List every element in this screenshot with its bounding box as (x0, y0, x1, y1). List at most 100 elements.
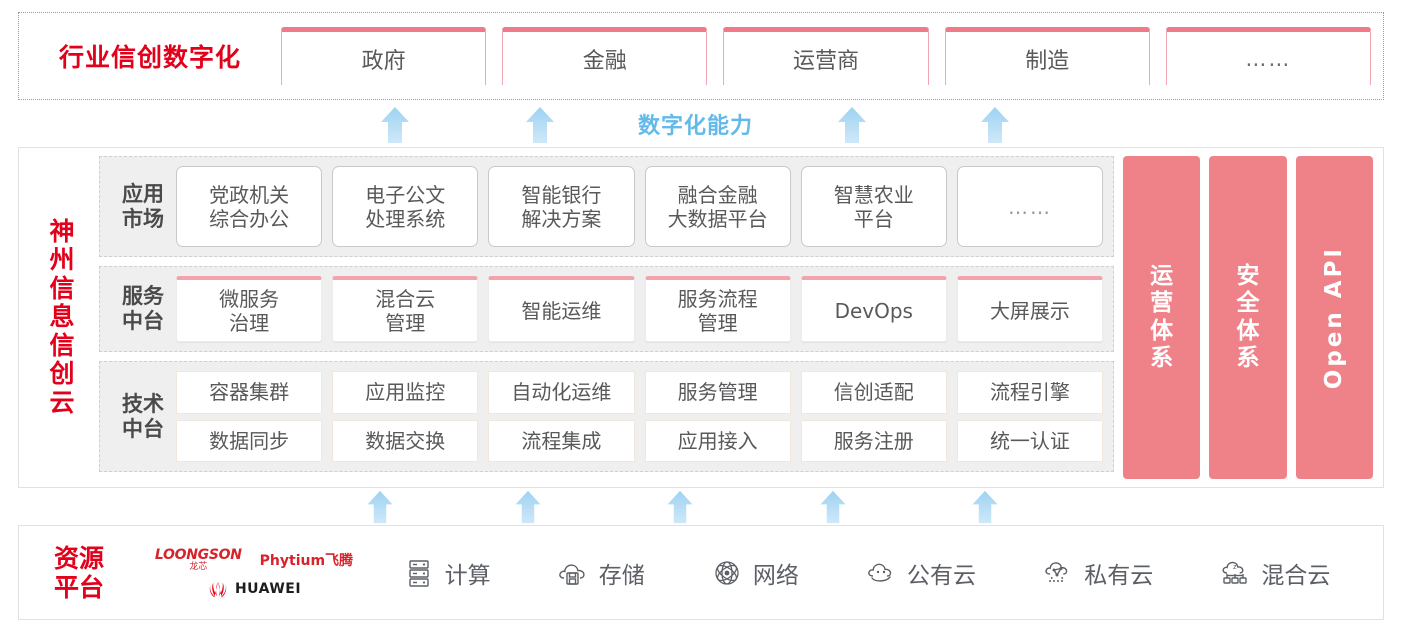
resource-item-label: 私有云 (1084, 562, 1154, 589)
loongson-logo-text: LOONGSON (154, 546, 242, 563)
layer-label-service-middle-platform: 服务 中台 (110, 284, 176, 333)
resource-item-label: 存储 (598, 562, 645, 589)
layer-label-line: 服务 (122, 284, 164, 309)
tech-cell-automated-ops[interactable]: 自动化运维 (488, 371, 635, 414)
resource-arrow-strip (18, 488, 1384, 524)
cell-line: 电子公文 (365, 182, 446, 207)
up-arrow-icon (506, 490, 550, 524)
resource-platform-band: 资源 平台 LOONGSON 龙芯 Phytium飞腾 (18, 525, 1384, 620)
industry-band: 行业信创数字化 政府 金融 运营商 制造 …… (18, 12, 1384, 100)
industry-card-manufacturing[interactable]: 制造 (944, 27, 1150, 85)
industry-card-telecom[interactable]: 运营商 (723, 27, 929, 85)
tech-cell-data-exchange[interactable]: 数据交换 (332, 419, 479, 462)
cell-line: DevOps (834, 298, 913, 323)
service-platform-cells: 微服务治理 混合云管理 智能运维 服务流程管理 DevOps (176, 276, 1104, 342)
app-cell-e-document-system[interactable]: 电子公文处理系统 (332, 166, 479, 247)
svc-cell-service-process-management[interactable]: 服务流程管理 (644, 276, 791, 342)
app-cell-finance-bigdata-platform[interactable]: 融合金融大数据平台 (644, 166, 791, 247)
technical-cell-row: 数据同步 数据交换 流程集成 应用接入 服务注册 统一认证 (176, 419, 1104, 462)
resource-item-storage[interactable]: 存储 (556, 556, 645, 590)
cell-line: 智慧农业 (833, 182, 914, 207)
tech-cell-data-sync[interactable]: 数据同步 (176, 419, 323, 462)
cloud-title-char: 神 (49, 216, 75, 246)
network-icon (710, 556, 744, 590)
industry-card-more[interactable]: …… (1165, 27, 1372, 85)
loongson-logo-subtext: 龙芯 (189, 561, 208, 572)
layer-label-line: 应用 (122, 181, 164, 206)
resource-item-network[interactable]: 网络 (710, 556, 799, 590)
cell-line: 党政机关 (209, 182, 290, 207)
resource-item-list: 计算 存储 (369, 556, 1383, 590)
cloud-storage-icon (556, 556, 590, 590)
cell-line: 混合云 (375, 286, 436, 311)
tech-cell-service-management[interactable]: 服务管理 (644, 371, 791, 414)
svc-cell-microservice-governance[interactable]: 微服务治理 (176, 276, 323, 342)
tech-cell-unified-authentication[interactable]: 统一认证 (956, 419, 1104, 462)
resource-item-label: 计算 (444, 562, 491, 589)
pillar-open-api[interactable]: Open API (1295, 156, 1373, 479)
layer-application-market: 应用 市场 党政机关综合办公 电子公文处理系统 智能银行解决方案 (99, 156, 1114, 257)
resource-item-hybrid-cloud[interactable]: z 混合云 (1218, 556, 1330, 590)
technical-cell-row: 容器集群 应用监控 自动化运维 服务管理 信创适配 流程引擎 (176, 371, 1104, 414)
svc-cell-dashboard-display[interactable]: 大屏展示 (956, 276, 1104, 342)
app-cell-smart-agriculture-platform[interactable]: 智慧农业平台 (800, 166, 947, 247)
pillar-security-system[interactable]: 安 全 体 系 (1209, 156, 1287, 479)
tech-cell-process-engine[interactable]: 流程引擎 (956, 371, 1104, 414)
resource-item-public-cloud[interactable]: 公有云 (864, 556, 976, 590)
industry-card-government[interactable]: 政府 (281, 27, 487, 85)
cell-line: 智能运维 (521, 298, 602, 323)
cell-line: 微服务 (219, 286, 280, 311)
resource-item-compute[interactable]: 计算 (402, 556, 491, 590)
huawei-logo-text: HUAWEI (234, 580, 302, 597)
resource-item-private-cloud[interactable]: 私有云 (1041, 556, 1153, 590)
pillar-char: 系 (1236, 344, 1260, 371)
vendor-logo-row: HUAWEI (207, 580, 301, 598)
cloud-body: 应用 市场 党政机关综合办公 电子公文处理系统 智能银行解决方案 (99, 156, 1373, 479)
up-arrow-icon (811, 490, 855, 524)
capability-label: 数字化能力 (638, 114, 754, 139)
tech-cell-process-integration[interactable]: 流程集成 (488, 419, 635, 462)
private-cloud-icon (1041, 556, 1075, 590)
app-cell-smart-banking-solution[interactable]: 智能银行解决方案 (488, 166, 635, 247)
tech-cell-application-access[interactable]: 应用接入 (644, 419, 791, 462)
app-cell-more[interactable]: …… (956, 166, 1104, 247)
cloud-panel: 神 州 信 息 信 创 云 应用 市场 党政机关综合办公 (18, 147, 1384, 488)
cloud-title-char: 州 (49, 245, 75, 275)
pillar-char: 安 (1236, 263, 1260, 290)
resource-item-label: 混合云 (1261, 562, 1331, 589)
technical-platform-cells: 容器集群 应用监控 自动化运维 服务管理 信创适配 流程引擎 数据同步 数据交换… (176, 371, 1104, 462)
pillar-label: 安 全 体 系 (1236, 263, 1259, 372)
resource-item-label: 公有云 (907, 562, 977, 589)
industry-card-finance[interactable]: 金融 (502, 27, 708, 85)
cell-line: 综合办公 (209, 206, 290, 231)
up-arrow-icon (518, 106, 562, 144)
tech-cell-container-cluster[interactable]: 容器集群 (176, 371, 323, 414)
capability-arrow-strip: 数字化能力 (18, 102, 1384, 144)
layer-label-line: 技术 (122, 391, 164, 416)
svc-cell-hybrid-cloud-management[interactable]: 混合云管理 (332, 276, 479, 342)
cell-line: 处理系统 (365, 206, 446, 231)
app-cell-party-government-office[interactable]: 党政机关综合办公 (176, 166, 323, 247)
tech-cell-application-monitoring[interactable]: 应用监控 (332, 371, 479, 414)
pillar-char: 运 (1150, 263, 1174, 290)
layer-label-technical-middle-platform: 技术 中台 (110, 392, 176, 441)
pillar-char: 营 (1150, 290, 1174, 317)
pillar-char: 体 (1150, 317, 1174, 344)
svc-cell-intelligent-ops[interactable]: 智能运维 (488, 276, 635, 342)
svg-text:z: z (1233, 563, 1237, 571)
layer-service-middle-platform: 服务 中台 微服务治理 混合云管理 智能运维 (99, 266, 1114, 352)
phytium-logo: Phytium飞腾 (259, 552, 354, 569)
tech-cell-xinchuang-adaptation[interactable]: 信创适配 (800, 371, 947, 414)
pillar-group: 运 营 体 系 安 全 体 系 Open API (1123, 156, 1373, 479)
up-arrow-icon (973, 106, 1017, 144)
tech-cell-service-registry[interactable]: 服务注册 (800, 419, 947, 462)
svc-cell-devops[interactable]: DevOps (800, 276, 947, 342)
public-cloud-icon (864, 556, 898, 590)
layer-technical-middle-platform: 技术 中台 容器集群 应用监控 自动化运维 服务管理 信创适配 流程引擎 (99, 361, 1114, 472)
cell-line: 管理 (385, 310, 426, 335)
cloud-title-char: 信 (49, 330, 75, 360)
resource-platform-title: 资源 平台 (19, 544, 139, 602)
cell-line: 管理 (697, 310, 738, 335)
pillar-operations-system[interactable]: 运 营 体 系 (1123, 156, 1201, 479)
